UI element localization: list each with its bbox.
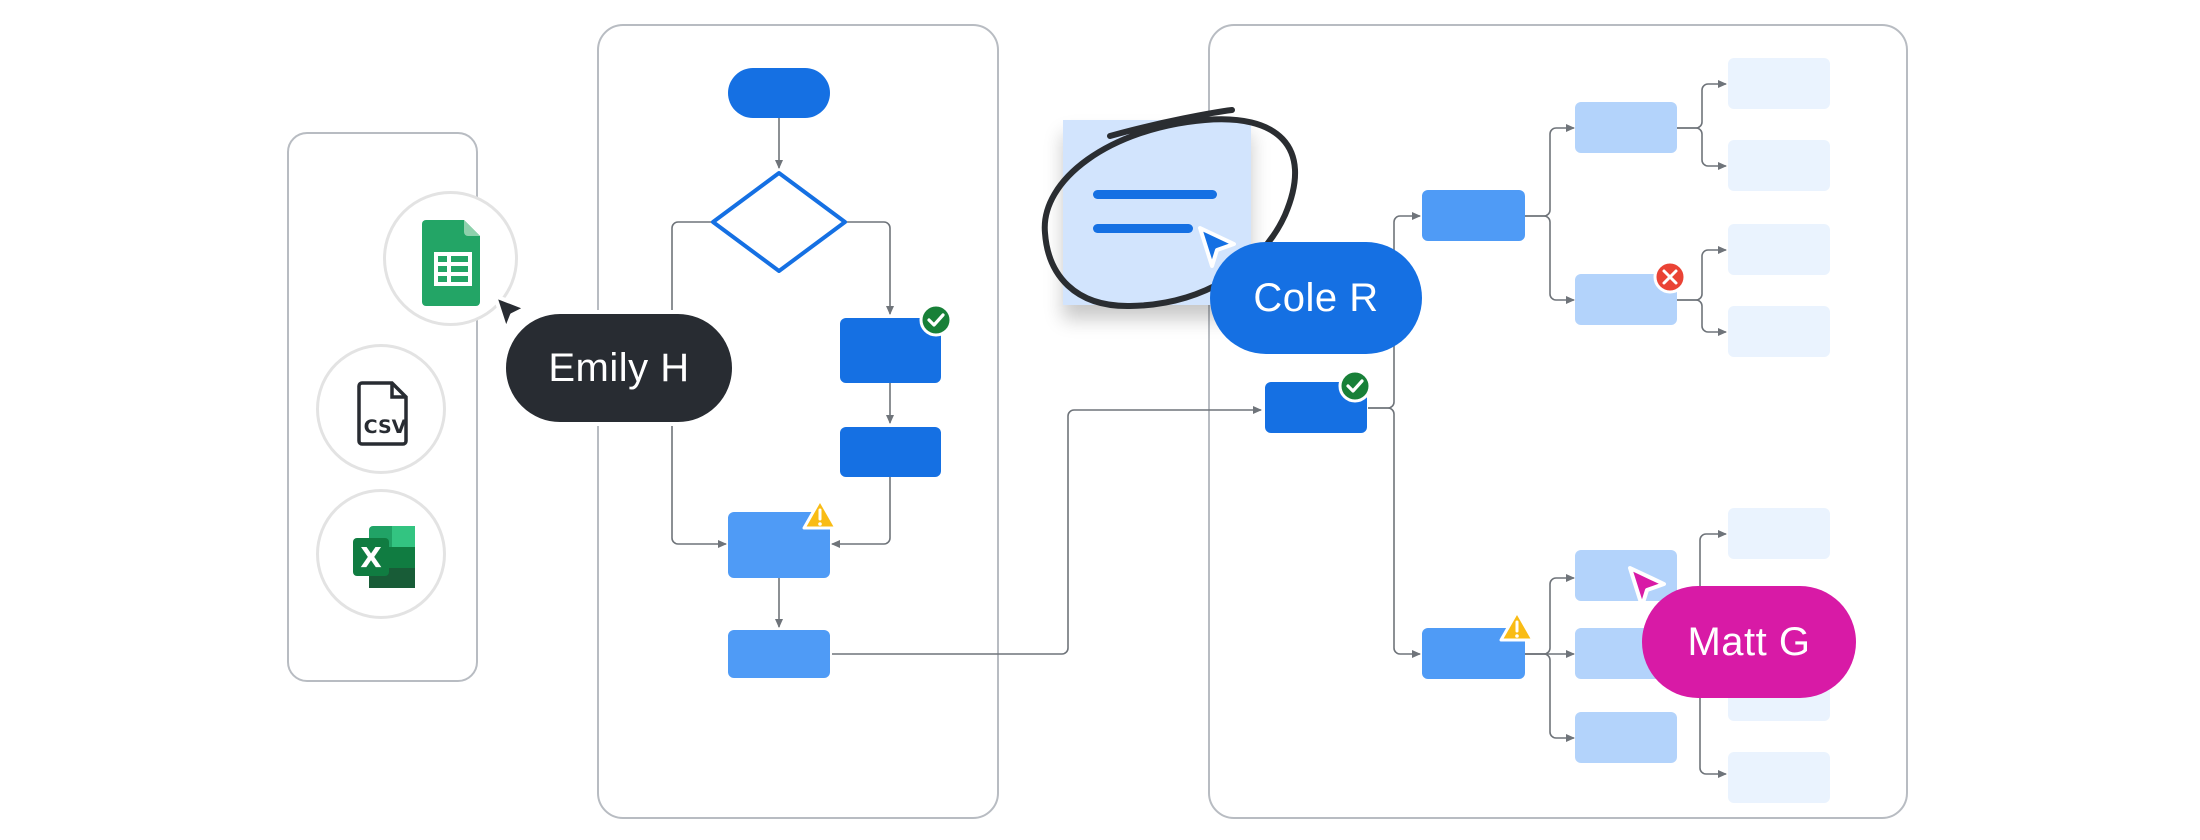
collaborator-name: Matt G	[1687, 619, 1811, 664]
decision-node[interactable]	[711, 171, 847, 273]
google-sheets-source[interactable]	[383, 191, 518, 326]
connector	[831, 477, 891, 548]
tree-leaf-node[interactable]	[1728, 752, 1830, 803]
connector	[1525, 215, 1575, 304]
connector	[832, 406, 1262, 655]
tree-node[interactable]	[1575, 102, 1677, 153]
tree-leaf-node[interactable]	[1728, 508, 1830, 559]
emily-cursor-icon	[493, 294, 528, 332]
cole-cursor-icon	[1198, 226, 1236, 268]
connector	[1368, 407, 1421, 658]
google-sheets-icon	[422, 220, 480, 306]
matt-cursor-icon	[1628, 566, 1666, 608]
tree-leaf-node[interactable]	[1728, 306, 1830, 357]
text-line	[1093, 224, 1193, 233]
collaborator-name: Emily H	[548, 345, 690, 390]
excel-icon: X	[353, 526, 415, 588]
start-node[interactable]	[728, 68, 830, 118]
tree-node[interactable]	[1575, 550, 1677, 601]
warning-badge	[1499, 610, 1535, 642]
excel-label: X	[360, 541, 382, 574]
tree-node[interactable]	[1575, 712, 1677, 763]
csv-file-icon: CSV	[357, 381, 408, 446]
success-badge	[1338, 369, 1372, 403]
lasso-annotation	[1041, 107, 1298, 310]
excel-source[interactable]: X	[316, 489, 446, 619]
collaborator-label-matt: Matt G	[1642, 586, 1856, 698]
text-line	[1093, 190, 1217, 199]
tree-leaf-node[interactable]	[1728, 140, 1830, 191]
connector	[1525, 653, 1575, 742]
connector	[846, 221, 894, 315]
csv-source[interactable]: CSV	[316, 344, 446, 474]
csv-label: CSV	[364, 416, 407, 438]
tree-node[interactable]	[1422, 190, 1525, 241]
tree-leaf-node[interactable]	[1728, 224, 1830, 275]
tree-leaf-node[interactable]	[1728, 58, 1830, 109]
end-node[interactable]	[728, 630, 830, 678]
collaborator-name: Cole R	[1253, 275, 1379, 320]
process-node[interactable]	[840, 427, 941, 477]
connector	[1677, 299, 1727, 336]
connector	[1699, 530, 1727, 612]
connector	[1677, 127, 1727, 170]
collaborator-label-cole: Cole R	[1210, 242, 1422, 354]
success-badge	[919, 303, 953, 337]
warning-badge	[802, 498, 838, 530]
collaborator-label-emily: Emily H	[502, 310, 736, 426]
error-badge	[1653, 260, 1687, 294]
